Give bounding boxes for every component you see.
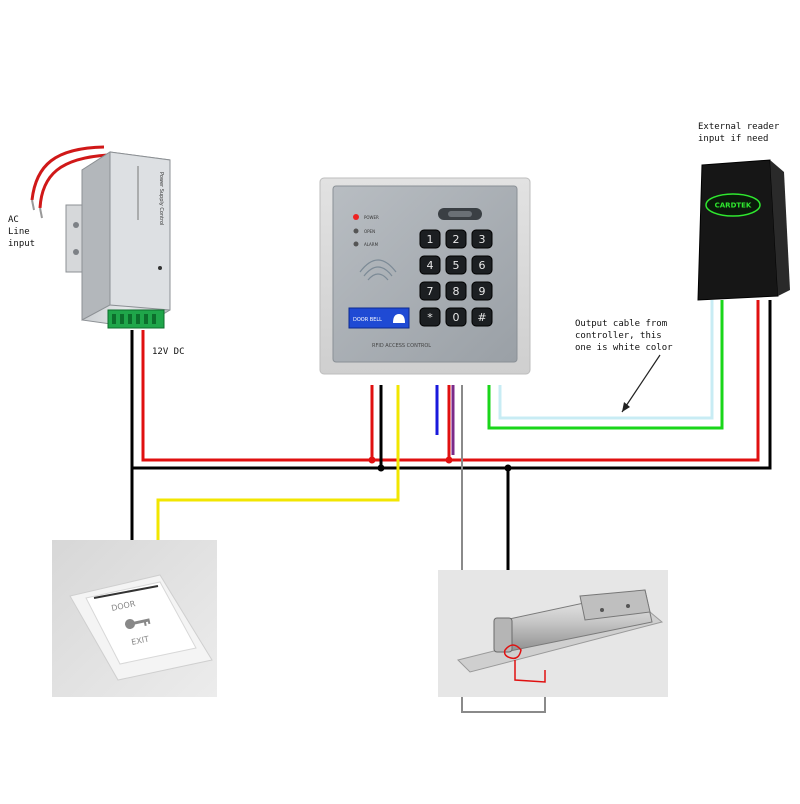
keypad-key-label: 9	[479, 285, 486, 298]
reader-logo	[705, 193, 761, 217]
pointer-arrow	[621, 354, 661, 413]
external-reader-label: External reader input if need	[698, 121, 779, 145]
keypad-key-label: 2	[453, 233, 460, 246]
ac-wire	[38, 153, 109, 209]
bell-icon	[393, 314, 405, 323]
ac-wire	[30, 145, 105, 201]
cable-label-line: one is white color	[575, 343, 673, 353]
led-open	[353, 228, 359, 234]
ac-label-line: AC	[8, 215, 19, 225]
junction-dot	[377, 464, 385, 472]
keypad-key-label: #	[477, 311, 486, 324]
exit-bottom-text: EXIT	[131, 634, 150, 647]
output-cable-label: Output cable from controller, this one i…	[575, 318, 673, 354]
keypad-key: 5	[445, 255, 467, 275]
reader-logo-text: CARDTEK	[715, 202, 752, 210]
junction-dot	[445, 456, 453, 464]
keypad-brand-text: RFID ACCESS CONTROL	[372, 343, 431, 349]
keypad-key-label: 8	[453, 285, 460, 298]
keypad-key: *	[419, 307, 441, 327]
green-wire	[487, 300, 724, 430]
keypad-key: 0	[445, 307, 467, 327]
keypad-key: 3	[471, 229, 493, 249]
led-label: ALARM	[364, 242, 379, 247]
keypad-key-label: 3	[479, 233, 486, 246]
keypad-key: 4	[419, 255, 441, 275]
keypad-key: 2	[445, 229, 467, 249]
yellow-wire	[156, 385, 400, 540]
keypad-key: 6	[471, 255, 493, 275]
led-label: POWER	[364, 215, 379, 220]
white-wire	[498, 300, 714, 420]
black-wire-bus	[132, 300, 772, 470]
keypad-key-label: 4	[427, 259, 434, 272]
keypad-key: 8	[445, 281, 467, 301]
wires	[130, 300, 772, 713]
key-grid: 1 2 3 4 5 6 7 8 9 * 0 #	[419, 229, 493, 327]
led-label: OPEN	[364, 229, 375, 234]
door-bell-text: DOOR BELL	[353, 317, 382, 323]
reader-label-line: External reader	[698, 122, 780, 132]
electric-lock	[438, 570, 668, 697]
ac-input-label: AC Line input	[8, 214, 35, 250]
keypad-key: #	[471, 307, 493, 327]
psu-side-text: Power Supply Control	[158, 172, 164, 225]
junction-dot	[504, 464, 512, 472]
keypad-key: 1	[419, 229, 441, 249]
reader-label-line: input if need	[698, 134, 769, 144]
keypad-key-label: 6	[479, 259, 486, 272]
keypad-key-label: *	[427, 311, 433, 324]
keypad-key: 9	[471, 281, 493, 301]
pointer-arrowhead	[622, 402, 630, 412]
keypad-key-label: 5	[453, 259, 460, 272]
rfid-icon	[359, 259, 397, 281]
cable-label-line: Output cable from	[575, 319, 668, 329]
led-alarm	[353, 241, 359, 247]
keypad-key-label: 0	[453, 311, 460, 324]
keypad-key-label: 1	[427, 233, 434, 246]
dc-12v-label: 12V DC	[152, 347, 185, 357]
key-icon	[125, 618, 151, 629]
junction-dot	[368, 456, 376, 464]
power-supply: Power Supply Control	[30, 145, 171, 329]
keypad-key: 7	[419, 281, 441, 301]
ac-label-line: input	[8, 239, 36, 249]
external-reader: CARDTEK	[697, 159, 790, 301]
ac-label-line: Line	[8, 227, 30, 237]
cable-label-line: controller, this	[575, 331, 662, 341]
exit-button: DOOR EXIT	[52, 540, 217, 697]
keypad-key-label: 7	[427, 285, 434, 298]
led-power	[353, 214, 359, 220]
